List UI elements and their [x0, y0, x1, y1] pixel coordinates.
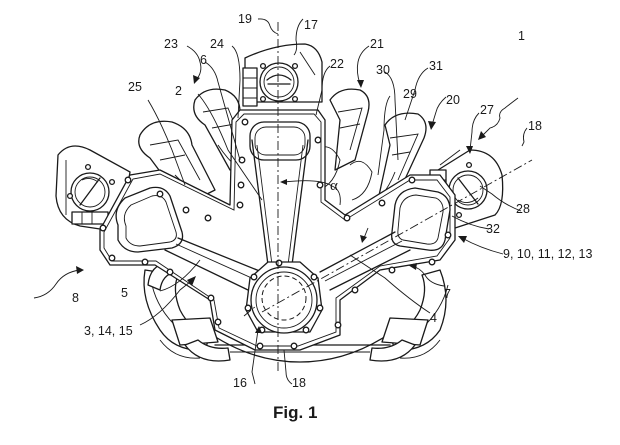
intake-duct-right: [319, 187, 451, 291]
axis-lines: [243, 22, 533, 372]
figure-caption: Fig. 1: [273, 403, 317, 422]
intake-duct-left: [115, 186, 263, 291]
label-29: 29: [403, 87, 417, 101]
central-plenum: [245, 261, 323, 334]
inclined-axis-18: [261, 159, 533, 313]
label-20: 20: [446, 93, 460, 107]
label-28: 28: [516, 202, 530, 216]
label-1: 1: [518, 29, 525, 43]
label-7: 7: [444, 287, 451, 301]
right-exhaust-manifold: [369, 269, 449, 362]
label-32: 32: [486, 222, 500, 236]
label-5: 5: [121, 286, 128, 300]
alpha-symbol: α: [330, 178, 338, 194]
label-18-axis: 18: [528, 119, 542, 133]
leader-lines: [33, 18, 528, 385]
label-6: 6: [200, 53, 207, 67]
manifold-flange: [99, 109, 456, 351]
label-17: 17: [304, 18, 318, 32]
top-throttle-body: [242, 43, 323, 107]
label-21: 21: [370, 37, 384, 51]
label-2: 2: [175, 84, 182, 98]
label-22: 22: [330, 57, 344, 71]
label-8: 8: [72, 291, 79, 305]
angle-alpha: α: [280, 178, 369, 243]
label-16: 16: [233, 376, 247, 390]
label-24: 24: [210, 37, 224, 51]
flange-bolts: [99, 118, 452, 350]
label-9-10-11-12-13: 9, 10, 11, 12, 13: [503, 247, 592, 261]
label-18-bottom: 18: [292, 376, 306, 390]
label-23: 23: [164, 37, 178, 51]
label-27: 27: [480, 103, 494, 117]
reference-numerals: 19 17 1 23 24 21 6 22 30 31 25 2 29 20 2…: [72, 12, 592, 422]
intake-duct-top: [249, 121, 311, 266]
label-25: 25: [128, 80, 142, 94]
right-intake-runners: [314, 88, 427, 201]
label-31: 31: [429, 59, 443, 73]
label-19: 19: [238, 12, 252, 26]
label-3-14-15: 3, 14, 15: [84, 324, 133, 338]
label-4: 4: [430, 311, 437, 325]
label-30: 30: [376, 63, 390, 77]
